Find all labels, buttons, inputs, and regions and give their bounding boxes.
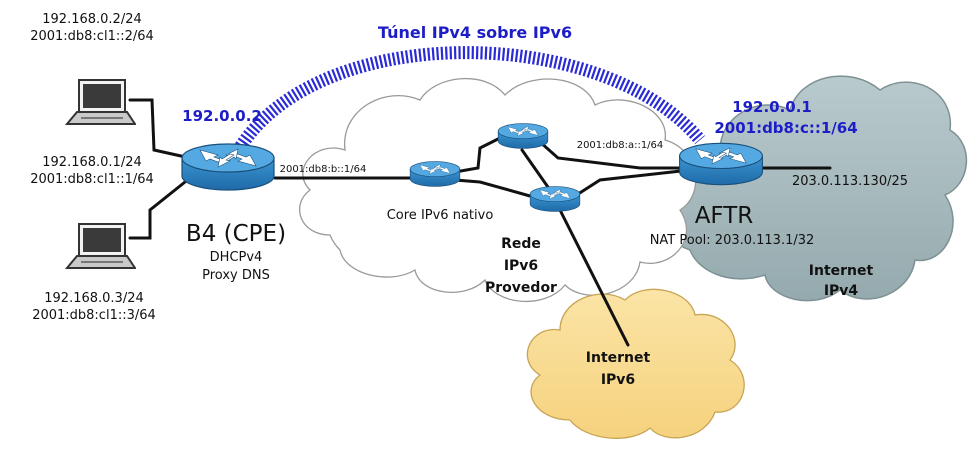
link-laptop-top-b4 xyxy=(128,98,192,160)
host-bottom-ipv4: 192.168.0.3/24 xyxy=(44,291,144,306)
b4-tunnel-ipv4: 192.0.0.2 xyxy=(182,107,262,125)
core-label: Core IPv6 nativo xyxy=(387,208,494,223)
link-router-mid-internet-ipv6 xyxy=(558,208,630,347)
internet-ipv6-cloud xyxy=(526,288,745,439)
b4-name: B4 (CPE) xyxy=(186,221,286,247)
provider-ipv6-cloud xyxy=(299,77,697,303)
provider-line2: IPv6 xyxy=(504,258,538,274)
aftr-wan-ipv4: 203.0.113.130/25 xyxy=(792,174,908,189)
router-icon[interactable] xyxy=(409,161,461,187)
link-router-top-mid xyxy=(520,148,552,192)
link-laptop-bottom-b4 xyxy=(128,176,192,240)
b4-service-dhcp: DHCPv4 xyxy=(210,250,263,265)
b4-service-dns: Proxy DNS xyxy=(202,268,270,283)
links xyxy=(128,98,832,347)
b4-lan-ipv4: 192.168.0.1/24 xyxy=(42,155,142,170)
b4-wan-ipv6: 2001:db8:b::1/64 xyxy=(280,164,367,175)
internet-ipv4-line2: IPv4 xyxy=(824,283,859,299)
ipv4-over-ipv6-tunnel xyxy=(226,46,705,165)
b4-lan-ipv6: 2001:db8:cl1::1/64 xyxy=(30,172,154,187)
provider-line3: Provedor xyxy=(485,280,557,296)
aftr-nat-pool: NAT Pool: 203.0.113.1/32 xyxy=(650,233,815,248)
router-icon[interactable] xyxy=(529,186,581,212)
laptop-icon[interactable] xyxy=(65,222,136,270)
router-icon[interactable] xyxy=(497,123,549,149)
tunnel-title: Túnel IPv4 sobre IPv6 xyxy=(378,23,572,42)
aftr-tunnel-ipv4: 192.0.0.1 xyxy=(732,98,812,116)
internet-ipv6-line2: IPv6 xyxy=(601,372,635,388)
host-top-ipv6: 2001:db8:cl1::2/64 xyxy=(30,29,154,44)
internet-ipv6-line1: Internet xyxy=(586,350,651,366)
internet-ipv4-line1: Internet xyxy=(809,263,874,279)
provider-line1: Rede xyxy=(501,236,541,252)
aftr-name: AFTR xyxy=(695,203,754,229)
link-core-router-top xyxy=(453,136,502,174)
aftr-link-ipv6: 2001:db8:a::1/64 xyxy=(577,140,664,151)
link-router-mid-aftr xyxy=(573,168,692,198)
router-icon[interactable] xyxy=(181,143,275,191)
aftr-tunnel-ipv6: 2001:db8:c::1/64 xyxy=(714,119,857,137)
laptop-icon[interactable] xyxy=(65,78,136,126)
router-icon[interactable] xyxy=(679,142,763,186)
host-bottom-ipv6: 2001:db8:cl1::3/64 xyxy=(32,308,156,323)
link-core-router-mid xyxy=(453,178,532,198)
link-router-top-aftr xyxy=(538,140,692,170)
host-top-ipv4: 192.168.0.2/24 xyxy=(42,12,142,27)
